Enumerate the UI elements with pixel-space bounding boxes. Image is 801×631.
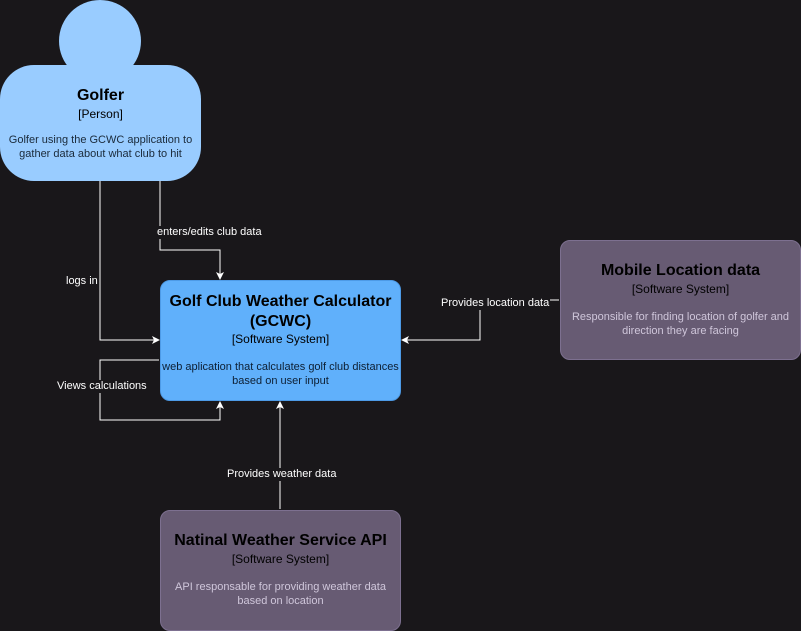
system-mobile-type: [Software System] xyxy=(631,282,730,296)
person-title: Golfer xyxy=(76,87,125,104)
system-gcwc-title: Golf Club Weather Calculator (GCWC) xyxy=(169,293,392,330)
edge-label-enters-edits: enters/edits club data xyxy=(156,226,263,239)
system-mobile-location[interactable]: Mobile Location data [Software System] R… xyxy=(560,240,801,360)
edge-enters-edits xyxy=(159,181,224,280)
edge-label-provides-weather: Provides weather data xyxy=(226,468,338,481)
system-nws-type: [Software System] xyxy=(231,552,330,566)
edge-logs-in xyxy=(99,181,160,344)
system-nws-api[interactable]: Natinal Weather Service API [Software Sy… xyxy=(160,510,401,631)
edge-views-calculations xyxy=(99,359,224,421)
system-nws-title: Natinal Weather Service API xyxy=(174,532,387,549)
edge-label-provides-location: Provides location data xyxy=(440,297,551,310)
system-gcwc-type: [Software System] xyxy=(231,332,330,346)
person-type: [Person] xyxy=(78,107,123,121)
person-description: Golfer using the GCWC application to gat… xyxy=(8,134,193,160)
system-gcwc-description: web aplication that calculates golf club… xyxy=(162,361,399,387)
system-mobile-description: Responsible for finding location of golf… xyxy=(571,311,790,337)
edge-label-logs-in: logs in xyxy=(65,275,99,288)
system-mobile-title: Mobile Location data xyxy=(600,262,761,279)
system-nws-description: API responsable for providing weather da… xyxy=(175,581,386,607)
edge-label-views-calculations: Views calculations xyxy=(56,380,148,393)
system-gcwc[interactable]: Golf Club Weather Calculator (GCWC) [Sof… xyxy=(160,280,401,401)
person-body-shape: Golfer [Person] Golfer using the GCWC ap… xyxy=(0,65,201,181)
